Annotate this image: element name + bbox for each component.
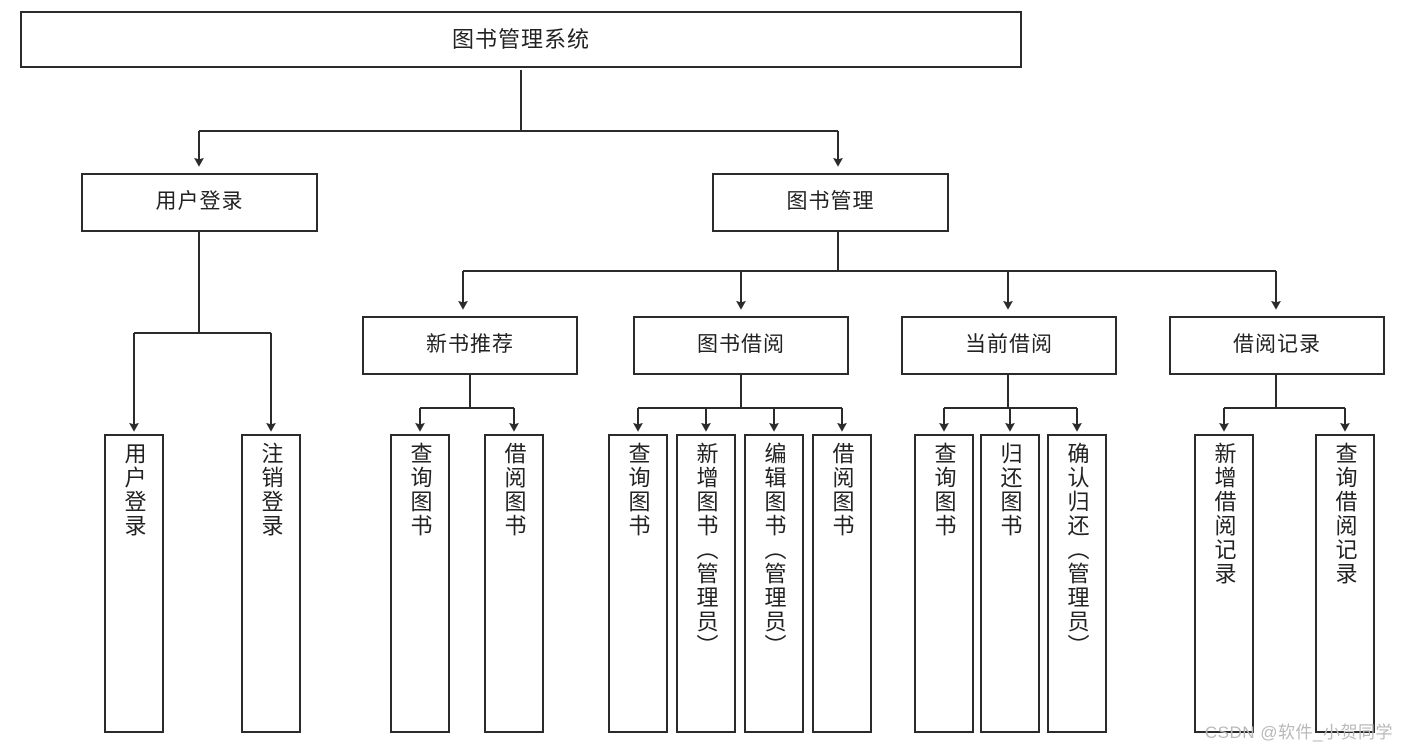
leaf-current-confirm-return-admin[interactable]: 确认归还（管理员） xyxy=(1047,434,1107,733)
node-book-borrow[interactable]: 图书借阅 xyxy=(633,316,849,375)
node-label: 图书借阅 xyxy=(697,333,785,357)
leaf-records-query-record[interactable]: 查询借阅记录 xyxy=(1315,434,1375,733)
node-root-system[interactable]: 图书管理系统 xyxy=(20,11,1022,68)
node-borrow-records[interactable]: 借阅记录 xyxy=(1169,316,1385,375)
node-label: 确认归还（管理员） xyxy=(1064,442,1090,658)
node-label: 归还图书 xyxy=(997,442,1023,538)
leaf-borrow-query-book[interactable]: 查询图书 xyxy=(608,434,668,733)
watermark-text: CSDN @软件_小贺同学 xyxy=(1204,723,1393,742)
leaf-records-add-record[interactable]: 新增借阅记录 xyxy=(1194,434,1254,733)
node-label: 图书管理 xyxy=(786,190,875,214)
node-label: 新书推荐 xyxy=(426,333,514,357)
node-current-borrow[interactable]: 当前借阅 xyxy=(901,316,1117,375)
node-label: 当前借阅 xyxy=(965,333,1053,357)
node-user-login[interactable]: 用户登录 xyxy=(81,173,318,232)
leaf-user-login-logout[interactable]: 注销登录 xyxy=(241,434,301,733)
node-label: 用户登录 xyxy=(155,190,244,214)
node-book-management[interactable]: 图书管理 xyxy=(712,173,949,232)
leaf-user-login-login[interactable]: 用户登录 xyxy=(104,434,164,733)
leaf-borrow-borrow-book[interactable]: 借阅图书 xyxy=(812,434,872,733)
leaf-current-query-book[interactable]: 查询图书 xyxy=(914,434,974,733)
node-label: 借阅记录 xyxy=(1233,333,1321,357)
leaf-current-return-book[interactable]: 归还图书 xyxy=(980,434,1040,733)
node-label: 新增借阅记录 xyxy=(1211,442,1237,586)
node-label: 用户登录 xyxy=(121,442,147,538)
node-label: 借阅图书 xyxy=(829,442,855,538)
node-label: 查询图书 xyxy=(407,442,433,538)
leaf-borrow-edit-book-admin[interactable]: 编辑图书（管理员） xyxy=(744,434,804,733)
node-label: 编辑图书（管理员） xyxy=(761,442,787,658)
leaf-new-book-query[interactable]: 查询图书 xyxy=(390,434,450,733)
node-label: 图书管理系统 xyxy=(451,26,590,52)
node-label: 查询借阅记录 xyxy=(1332,442,1358,586)
node-label: 查询图书 xyxy=(625,442,651,538)
node-label: 新增图书（管理员） xyxy=(693,442,719,658)
node-label: 注销登录 xyxy=(258,442,284,538)
leaf-new-book-borrow[interactable]: 借阅图书 xyxy=(484,434,544,733)
node-label: 查询图书 xyxy=(931,442,957,538)
leaf-borrow-add-book-admin[interactable]: 新增图书（管理员） xyxy=(676,434,736,733)
node-label: 借阅图书 xyxy=(501,442,527,538)
node-new-book-recommend[interactable]: 新书推荐 xyxy=(362,316,578,375)
